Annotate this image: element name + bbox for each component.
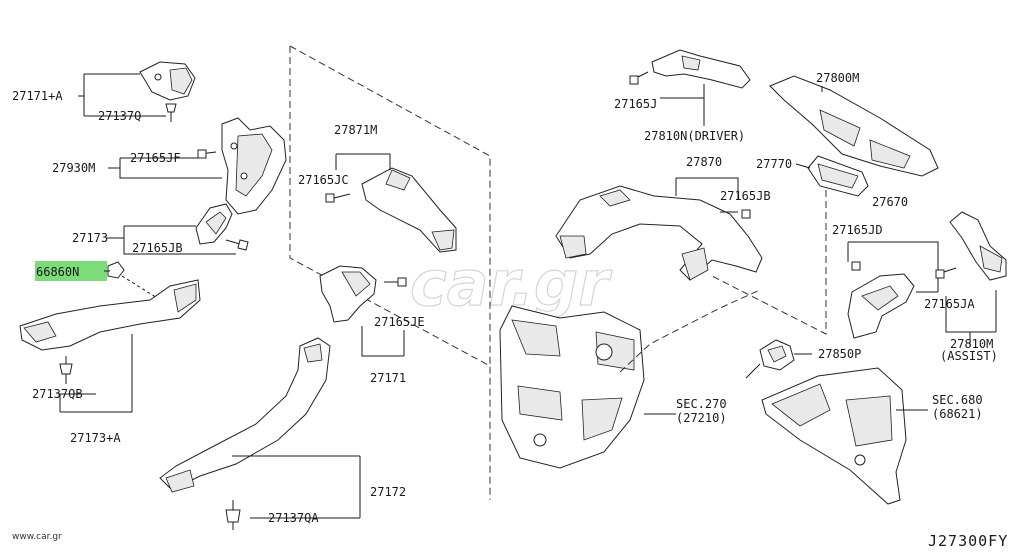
label-27171A: 27171+A (12, 89, 63, 103)
label-sec680: SEC.680 (932, 393, 983, 407)
label-27165JA: 27165JA (924, 297, 975, 311)
part-27800M (769, 75, 939, 177)
leader-27810N (660, 84, 705, 126)
clip-27137QB (59, 356, 73, 384)
clip-27137Q (165, 103, 177, 122)
label-27173: 27173 (72, 231, 108, 245)
label-27165JD: 27165JD (832, 223, 883, 237)
leader-27173 (106, 225, 236, 255)
leader-27930M (108, 157, 222, 179)
part-27870 (555, 185, 763, 281)
leader-27172 (232, 455, 361, 519)
label-27930M: 27930M (52, 161, 95, 175)
part-27850P (745, 339, 795, 379)
leader-27171 (361, 326, 405, 357)
dashed-frame-right (289, 45, 491, 366)
leader-27871M (335, 153, 391, 170)
label-27165JC: 27165JC (298, 173, 349, 187)
dashed-frame-right-duct (711, 190, 827, 335)
label-27850P: 27850P (818, 347, 861, 361)
label-27165JF: 27165JF (130, 151, 181, 165)
label-sec680-ref: (68621) (932, 407, 983, 421)
part-27171A (139, 61, 196, 101)
part-sec270-heater-unit (499, 305, 645, 469)
dashed-frame-left (289, 46, 491, 500)
part-27172 (159, 337, 331, 493)
part-27810M (949, 211, 1007, 281)
label-27137QA: 27137QA (268, 511, 319, 525)
leader-27810M (945, 290, 997, 346)
part-27171 (319, 265, 377, 323)
part-27173A (19, 279, 201, 351)
part-sec680-glovebox (761, 367, 907, 505)
label-27173A: 27173+A (70, 431, 121, 445)
watermark-site: www.car.gr (12, 532, 62, 542)
leader-27173A (59, 334, 133, 413)
label-27165JE: 27165JE (374, 315, 425, 329)
label-27171: 27171 (370, 371, 406, 385)
drawing-code: J27300FY (928, 532, 1008, 550)
leader-27870 (675, 177, 739, 213)
label-27137QB: 27137QB (32, 387, 83, 401)
part-27810N (651, 49, 751, 89)
label-27165JB-right: 27165JB (720, 189, 771, 203)
part-27930M (221, 117, 287, 215)
part-27871M (361, 167, 457, 253)
label-sec270: SEC.270 (676, 397, 727, 411)
label-27810M-note: (ASSIST) (940, 349, 998, 363)
label-27165J: 27165J (614, 97, 657, 111)
part-27670 (847, 273, 915, 339)
highlight-66860N (35, 261, 107, 281)
part-27173 (195, 203, 233, 245)
label-27172: 27172 (370, 485, 406, 499)
label-27870: 27870 (686, 155, 722, 169)
part-27770 (807, 155, 869, 197)
clip-27137QA (225, 500, 241, 530)
label-27670: 27670 (872, 195, 908, 209)
label-sec270-ref: (27210) (676, 411, 727, 425)
clip-66860N (107, 261, 125, 279)
label-27810M: 27810M (950, 337, 993, 351)
label-27137Q: 27137Q (98, 109, 141, 123)
label-27810N: 27810N(DRIVER) (644, 129, 745, 143)
label-27800M: 27800M (816, 71, 859, 85)
label-27165JB-left: 27165JB (132, 241, 183, 255)
leader-27171A (83, 73, 166, 117)
label-27770: 27770 (756, 157, 792, 171)
label-66860N: 66860N (36, 265, 79, 279)
label-27871M: 27871M (334, 123, 377, 137)
